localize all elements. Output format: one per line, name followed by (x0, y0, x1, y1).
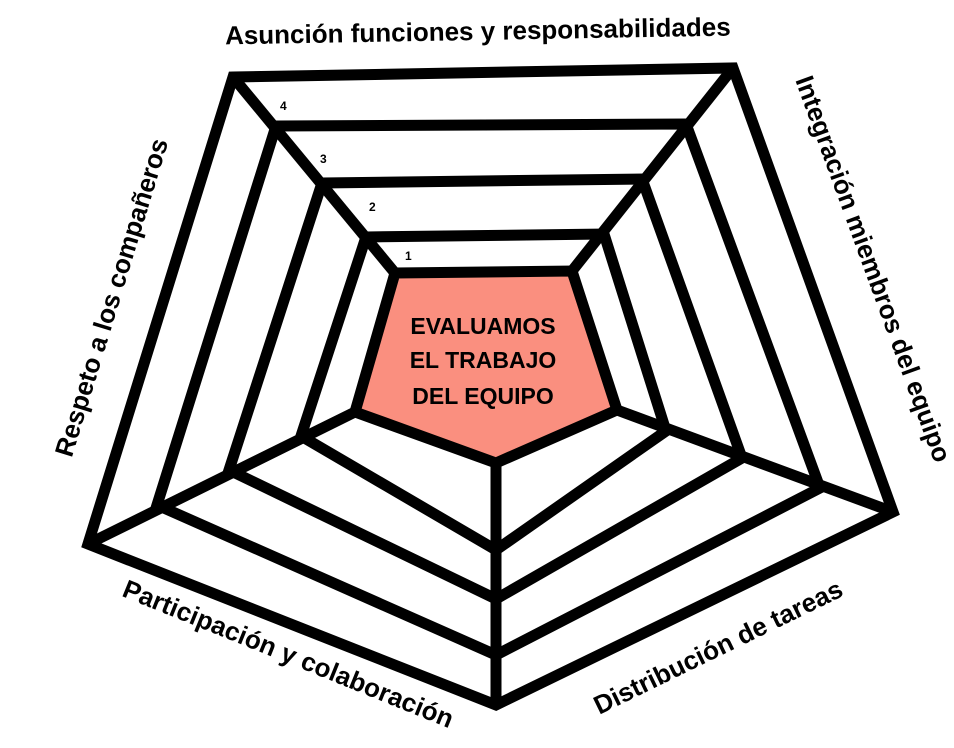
level-label-4: 4 (280, 99, 287, 113)
spoke-top-left (228, 73, 400, 277)
spoke-right (615, 404, 895, 518)
ring-4 (150, 118, 827, 662)
center-title-line-3: DEL EQUIPO (412, 383, 553, 409)
category-label-right: Integración miembros del equipo (789, 72, 954, 466)
ring-3 (222, 173, 749, 606)
level-label-2: 2 (369, 200, 376, 214)
spoke-left (85, 407, 358, 549)
spoke-top-right (567, 64, 738, 275)
center-title-line-2: EL TRABAJO (410, 347, 557, 373)
category-label-top: Asunción funciones y responsabilidades (225, 12, 731, 51)
level-label-1: 1 (405, 249, 412, 263)
category-label-left: Respeto a los compañeros (49, 135, 174, 460)
level-label-3: 3 (320, 152, 327, 166)
category-label-bottom-left: Participación y colaboración (119, 573, 458, 733)
ring-2 (294, 228, 673, 557)
center-pentagon (348, 265, 624, 469)
ring-outer (81, 62, 900, 712)
center-title-line-1: EVALUAMOS (410, 313, 555, 339)
